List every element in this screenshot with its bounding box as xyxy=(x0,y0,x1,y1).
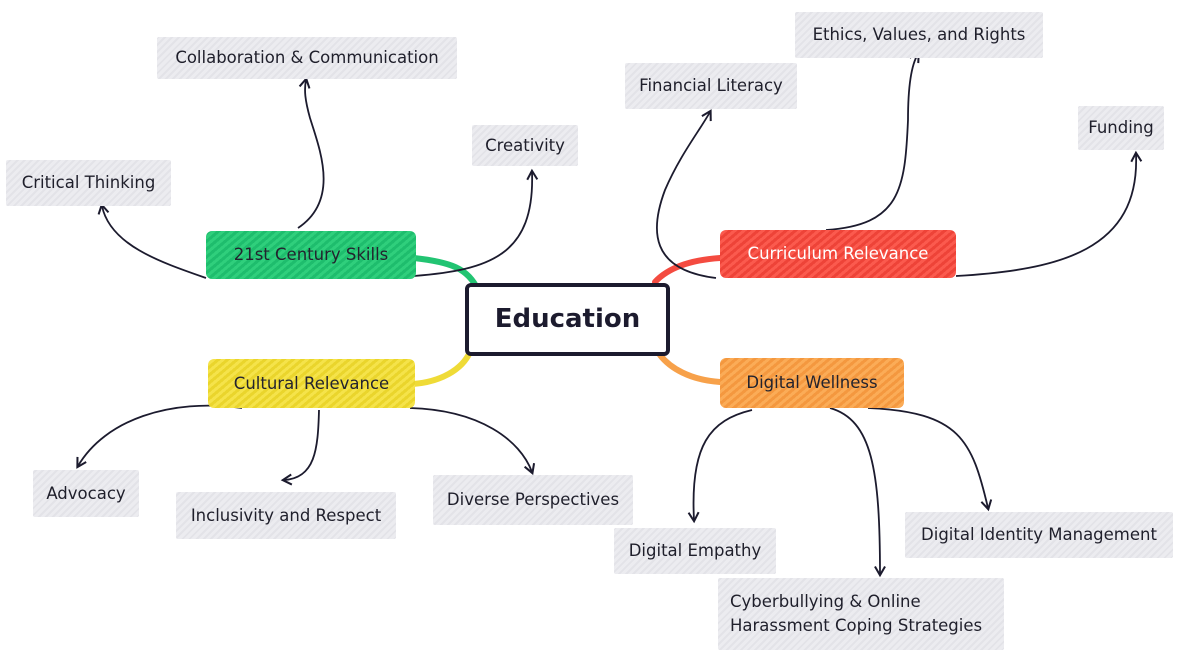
leaf-cyberbullying-line-2: Harassment Coping Strategies xyxy=(730,616,983,635)
arrow-to-collaboration xyxy=(297,76,325,229)
link-hub-wellness xyxy=(657,352,723,385)
branch-digital-wellness[interactable]: Digital Wellness xyxy=(720,358,904,408)
arrow-to-diverse-perspectives xyxy=(409,407,536,476)
leaf-advocacy[interactable]: Advocacy xyxy=(33,470,139,517)
branch-cultural-relevance[interactable]: Cultural Relevance xyxy=(208,359,415,408)
leaf-digital-identity-management[interactable]: Digital Identity Management xyxy=(905,512,1173,558)
arrow-to-inclusivity xyxy=(280,409,320,486)
arrow-to-digital-empathy xyxy=(687,409,753,524)
arrow-to-digital-identity xyxy=(867,407,993,512)
arrow-to-critical-thinking xyxy=(97,202,207,279)
link-hub-curriculum xyxy=(652,255,723,285)
arrow-to-cyberbullying xyxy=(829,407,886,578)
leaf-creativity[interactable]: Creativity xyxy=(472,125,578,166)
arrow-to-advocacy xyxy=(76,404,243,469)
leaf-diverse-perspectives[interactable]: Diverse Perspectives xyxy=(433,475,633,525)
leaf-financial-literacy[interactable]: Financial Literacy xyxy=(625,63,797,109)
arrow-to-ethics xyxy=(825,51,920,231)
arrow-to-financial-literacy xyxy=(656,109,717,279)
branch-21st-century-skills[interactable]: 21st Century Skills xyxy=(206,231,416,279)
leaf-cyberbullying-coping[interactable]: Cyberbullying & Online Harassment Coping… xyxy=(718,578,1004,650)
leaf-digital-empathy[interactable]: Digital Empathy xyxy=(614,528,776,574)
link-hub-cultural xyxy=(410,349,473,387)
leaf-collaboration-communication[interactable]: Collaboration & Communication xyxy=(157,37,457,79)
leaf-ethics-values-rights[interactable]: Ethics, Values, and Rights xyxy=(795,12,1043,58)
hub-education[interactable]: Education xyxy=(465,283,670,356)
leaf-inclusivity-respect[interactable]: Inclusivity and Respect xyxy=(176,492,396,539)
leaf-critical-thinking[interactable]: Critical Thinking xyxy=(6,160,171,206)
leaf-funding[interactable]: Funding xyxy=(1078,106,1164,150)
arrow-to-funding xyxy=(955,150,1143,277)
arrow-to-creativity xyxy=(413,168,539,277)
branch-curriculum-relevance[interactable]: Curriculum Relevance xyxy=(720,230,956,278)
leaf-cyberbullying-line-1: Cyberbullying & Online xyxy=(730,592,921,612)
